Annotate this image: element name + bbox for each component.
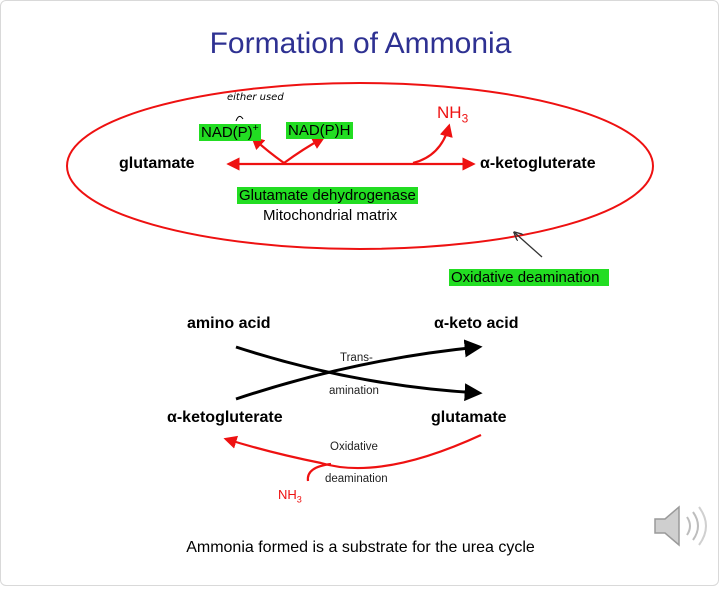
callout-pointer <box>515 233 543 258</box>
handwritten-note: either used <box>227 92 284 103</box>
transamination-arrow-1 <box>235 345 483 402</box>
mitochondria-ellipse <box>66 82 654 250</box>
nadph-label: NAD(P)H <box>286 122 353 139</box>
handwritten-caret <box>235 115 244 122</box>
transamination-label-1: Trans- <box>340 352 373 364</box>
deamination-label-2: deamination <box>325 473 388 485</box>
ketogluterate-label-top: α-ketogluterate <box>480 155 596 172</box>
callout-label: Oxidative deamination <box>449 269 610 286</box>
nh3-arrow-top <box>412 123 453 165</box>
footer-caption: Ammonia formed is a substrate for the ur… <box>186 539 535 556</box>
amino-acid-label: amino acid <box>187 315 271 332</box>
nadp-arrow <box>251 136 285 164</box>
location-label: Mitochondrial matrix <box>263 207 398 224</box>
nadp-label: NAD(P)+ <box>199 122 261 141</box>
deamination-label-1: Oxidative <box>330 441 378 453</box>
transamination-arrow-2 <box>235 339 483 401</box>
keto-acid-label: α-keto acid <box>434 315 519 332</box>
nadph-arrow <box>283 136 326 164</box>
nh3-label-bottom: NH3 <box>278 487 302 505</box>
speaker-icon[interactable] <box>649 501 713 551</box>
ketogluterate-label-bottom: α-ketogluterate <box>167 409 283 426</box>
glutamate-label-bottom: glutamate <box>431 409 507 426</box>
nh3-label-top: NH3 <box>437 103 469 126</box>
glutamate-label-top: glutamate <box>119 155 195 172</box>
nh3-arrow-bottom <box>306 462 332 482</box>
transamination-label-2: amination <box>329 385 379 397</box>
page-title: Formation of Ammonia <box>209 27 512 60</box>
enzyme-label: Glutamate dehydrogenase <box>237 187 418 204</box>
